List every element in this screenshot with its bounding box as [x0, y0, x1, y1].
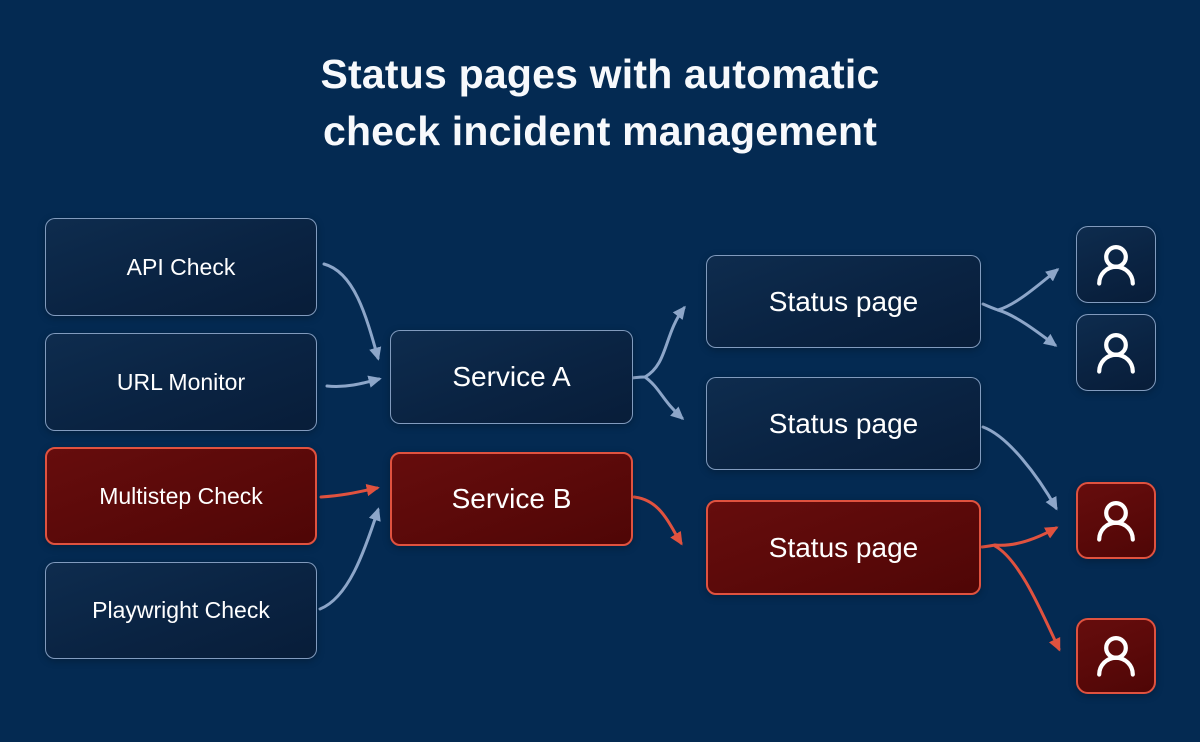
- arrow-url-monitor-to-service-a: [325, 375, 382, 388]
- node-service-a-label: Service A: [452, 361, 571, 392]
- arrow-service-b-to-status-page-3: [632, 495, 683, 546]
- node-subscriber-1: [1076, 226, 1156, 303]
- arrow-status-page-3-to-subscriber-3: [993, 526, 1059, 547]
- arrow-service-a-to-status-page-1: [643, 305, 686, 379]
- arrow-status-page-2-to-subscriber-3: [981, 425, 1058, 511]
- node-status-page-1-label: Status page: [768, 285, 919, 317]
- arrow-status-page-1-fork-tail: [981, 302, 1000, 312]
- title-line-1: Status pages with automatic: [320, 51, 880, 97]
- node-playwright-check-label: Playwright Check: [92, 597, 270, 623]
- user-icon: [1097, 244, 1135, 286]
- node-service-a: Service A: [390, 330, 633, 424]
- arrow-status-page-3-fork-tail: [980, 543, 997, 549]
- node-subscriber-4: [1076, 618, 1156, 694]
- node-api-check: API Check: [45, 218, 317, 316]
- arrow-status-page-1-to-subscriber-1: [996, 268, 1060, 312]
- arrow-status-page-3-to-subscriber-4: [993, 544, 1061, 652]
- arrow-api-check-to-service-a: [322, 262, 382, 361]
- node-service-b: Service B: [390, 452, 633, 546]
- user-icon: [1097, 636, 1135, 677]
- arrow-status-page-1-to-subscriber-2: [996, 308, 1058, 347]
- arrow-service-a-fork-tail: [630, 375, 647, 380]
- node-status-page-2: Status page: [706, 377, 981, 470]
- node-multistep-check-label: Multistep Check: [99, 482, 263, 509]
- title-line-2: check incident management: [322, 108, 878, 154]
- arrow-playwright-check-to-service-b: [318, 507, 381, 611]
- user-icon: [1097, 500, 1135, 542]
- node-status-page-2-label: Status page: [768, 407, 919, 439]
- arrow-service-a-to-status-page-2: [643, 375, 685, 420]
- node-subscriber-3: [1076, 482, 1156, 559]
- node-status-page-1: Status page: [706, 255, 981, 348]
- arrow-multistep-check-to-service-b: [319, 483, 380, 499]
- node-playwright-check: Playwright Check: [45, 562, 317, 659]
- node-url-monitor-label: URL Monitor: [116, 368, 246, 395]
- user-icon: [1097, 332, 1135, 374]
- node-service-b-label: Service B: [451, 483, 572, 514]
- diagram-title: Status pages with automatic check incide…: [0, 46, 1200, 160]
- node-status-page-3: Status page: [706, 500, 981, 595]
- node-status-page-3-label: Status page: [768, 531, 919, 563]
- node-url-monitor: URL Monitor: [45, 333, 317, 431]
- node-api-check-label: API Check: [126, 253, 236, 280]
- node-subscriber-2: [1076, 314, 1156, 391]
- node-multistep-check: Multistep Check: [45, 447, 317, 545]
